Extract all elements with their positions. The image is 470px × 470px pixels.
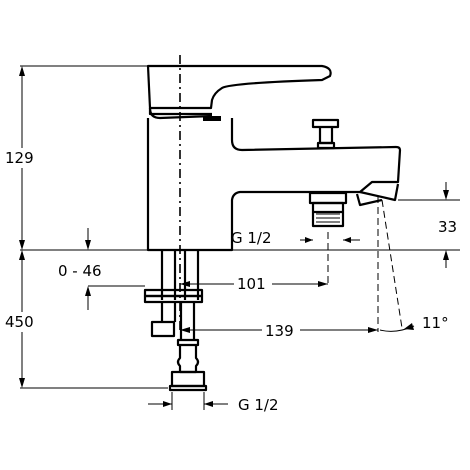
main-body [146, 118, 402, 252]
dim-label-supply-thread: G 1/2 [238, 396, 279, 414]
hot-cold-indicator [203, 116, 221, 121]
dim-label-33: 33 [438, 218, 457, 236]
fixing-nut [150, 320, 176, 338]
spout-outlet [355, 183, 400, 207]
dim-label-450: 450 [5, 313, 34, 331]
cartridge-cap [148, 108, 212, 116]
diverter-knob [311, 118, 340, 150]
flexible-hose [176, 345, 200, 374]
shower-connection [308, 191, 348, 228]
dimension-labels: 129 450 0 - 46 101 139 33 G 1/2 G 1/2 11… [5, 148, 457, 414]
tap-body [146, 64, 402, 252]
dim-label-129: 129 [5, 149, 34, 167]
dim-label-angle: 11° [422, 314, 449, 332]
dim-label-deck-range: 0 - 46 [58, 262, 102, 280]
supply-pipes [143, 250, 208, 392]
dim-label-101: 101 [237, 275, 266, 293]
dim-label-139: 139 [265, 322, 294, 340]
dim-label-spout-thread: G 1/2 [231, 229, 272, 247]
lever-handle [146, 64, 332, 110]
